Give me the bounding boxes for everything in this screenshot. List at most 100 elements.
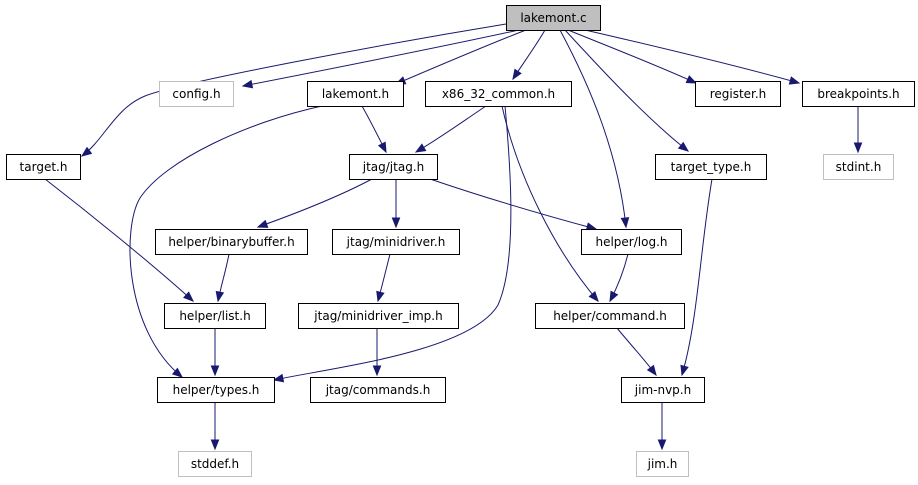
edge-line: [681, 178, 713, 376]
edge-lakemont_c-to-breakpoints_h: [584, 29, 801, 85]
arrowhead-icon: [377, 141, 387, 154]
node-box: [307, 81, 404, 107]
edge-lakemont_c-to-lakemont_h: [394, 29, 527, 85]
node-label: jim.h: [647, 457, 678, 471]
node-lakemont-h[interactable]: lakemont.h: [307, 81, 404, 107]
node-box: [6, 154, 81, 180]
node-helper-command-h[interactable]: helper/command.h: [535, 303, 685, 329]
edge-line: [395, 29, 527, 85]
edge-helper_types_h-to-stddef_h: [210, 402, 220, 451]
edge-jim_nvp_h-to-jim_h: [657, 402, 667, 451]
node-breakpoints-h[interactable]: breakpoints.h: [802, 81, 915, 107]
arrowhead-icon: [215, 290, 225, 303]
edge-line: [567, 29, 697, 84]
edge-line: [501, 105, 599, 302]
edge-helper_command_h-to-jim_nvp_h: [616, 327, 657, 377]
node-register-h[interactable]: register.h: [695, 81, 781, 107]
node-helper-log-h[interactable]: helper/log.h: [581, 229, 682, 255]
node-x86-32-common-h[interactable]: x86_32_common.h: [425, 81, 572, 107]
edge-line: [415, 105, 487, 153]
arrowhead-icon: [588, 290, 599, 303]
edge-line: [242, 29, 520, 87]
arrowhead-icon: [609, 290, 619, 303]
edge-line: [257, 178, 373, 228]
node-helper-types-h[interactable]: helper/types.h: [157, 377, 275, 403]
edge-lakemont_c-to-register_h: [567, 29, 698, 84]
edge-breakpoints_h-to-stdint_h: [853, 106, 863, 154]
node-helper-list-h[interactable]: helper/list.h: [164, 303, 266, 329]
edge-lakemont_c-to-x86_32_common_h: [512, 29, 546, 81]
node-box: [298, 303, 459, 329]
edge-lakemont_c-to-helper_log_h: [559, 29, 630, 229]
node-label: helper/log.h: [595, 235, 667, 249]
node-jim-nvp-h[interactable]: jim-nvp.h: [621, 377, 705, 403]
edge-x86_32_common_h-to-helper_command_h: [501, 105, 599, 303]
arrowhead-icon: [677, 141, 690, 152]
edge-lakemont_h-to-jtag_jtag_h: [361, 105, 387, 154]
arrowhead-icon: [80, 146, 93, 157]
node-box: [425, 81, 572, 107]
node-label: x86_32_common.h: [442, 87, 555, 101]
node-box: [506, 5, 601, 31]
node-box: [349, 154, 438, 180]
edge-line: [273, 105, 512, 381]
edge-line: [584, 29, 800, 84]
node-label: stdint.h: [836, 160, 882, 174]
edge-lakemont_h-to-helper_types_h: [129, 105, 323, 378]
edge-x86_32_common_h-to-helper_types_h: [272, 105, 512, 383]
node-box: [332, 229, 460, 255]
node-jim-h: jim.h: [636, 451, 689, 477]
node-box: [157, 377, 275, 403]
edge-lakemont_c-to-target_type_h: [564, 29, 690, 152]
arrowhead-icon: [512, 68, 522, 81]
edge-line: [564, 29, 689, 152]
node-label: target.h: [20, 160, 68, 174]
arrowhead-icon: [171, 367, 184, 378]
arrowhead-icon: [788, 76, 801, 85]
node-label: jtag/commands.h: [325, 383, 431, 397]
node-jtag-minidriver-imp-h[interactable]: jtag/minidriver_imp.h: [298, 303, 459, 329]
arrowhead-icon: [210, 439, 220, 451]
arrowhead-icon: [256, 219, 269, 228]
nodes-layer: lakemont.c config.h lakemont.h x86_32_commo…: [6, 5, 915, 477]
node-helper-binarybuffer-h[interactable]: helper/binarybuffer.h: [155, 229, 308, 255]
arrowhead-icon: [680, 364, 689, 377]
node-jtag-commands-h[interactable]: jtag/commands.h: [310, 377, 446, 403]
edge-helper_log_h-to-helper_command_h: [609, 253, 629, 303]
node-box: [159, 81, 234, 107]
arrowhead-icon: [376, 290, 385, 303]
edge-helper_binarybuffer_h-to-helper_list_h: [215, 253, 230, 303]
node-stdint-h: stdint.h: [823, 154, 894, 180]
edge-x86_32_common_h-to-jtag_jtag_h: [414, 105, 487, 153]
node-config-h: config.h: [159, 81, 234, 107]
node-box: [155, 229, 308, 255]
edge-target_type_h-to-jim_nvp_h: [680, 178, 713, 377]
node-label: lakemont.c: [520, 11, 586, 25]
node-label: config.h: [172, 87, 220, 101]
node-label: helper/binarybuffer.h: [168, 235, 294, 249]
node-target-h[interactable]: target.h: [6, 154, 81, 180]
edge-jtag_jtag_h-to-jtag_minidriver_h: [391, 179, 401, 229]
node-target-type-h[interactable]: target_type.h: [655, 154, 767, 180]
node-jtag-jtag-h[interactable]: jtag/jtag.h: [349, 154, 438, 180]
node-lakemont-c[interactable]: lakemont.c: [506, 5, 601, 31]
node-jtag-minidriver-h[interactable]: jtag/minidriver.h: [332, 229, 460, 255]
arrowhead-icon: [414, 143, 427, 153]
edge-jtag_jtag_h-to-helper_log_h: [429, 178, 598, 231]
arrowhead-icon: [241, 79, 254, 89]
arrowhead-icon: [183, 291, 195, 302]
node-box: [178, 451, 252, 477]
node-label: stddef.h: [191, 457, 239, 471]
arrowhead-icon: [646, 364, 657, 377]
node-box: [581, 229, 682, 255]
node-label: jtag/jtag.h: [362, 160, 424, 174]
node-box: [164, 303, 266, 329]
edge-line: [559, 29, 627, 228]
node-label: helper/types.h: [173, 383, 260, 397]
arrowhead-icon: [685, 75, 698, 84]
node-label: helper/list.h: [179, 309, 250, 323]
node-box: [636, 451, 689, 477]
node-box: [695, 81, 781, 107]
node-box: [823, 154, 894, 180]
